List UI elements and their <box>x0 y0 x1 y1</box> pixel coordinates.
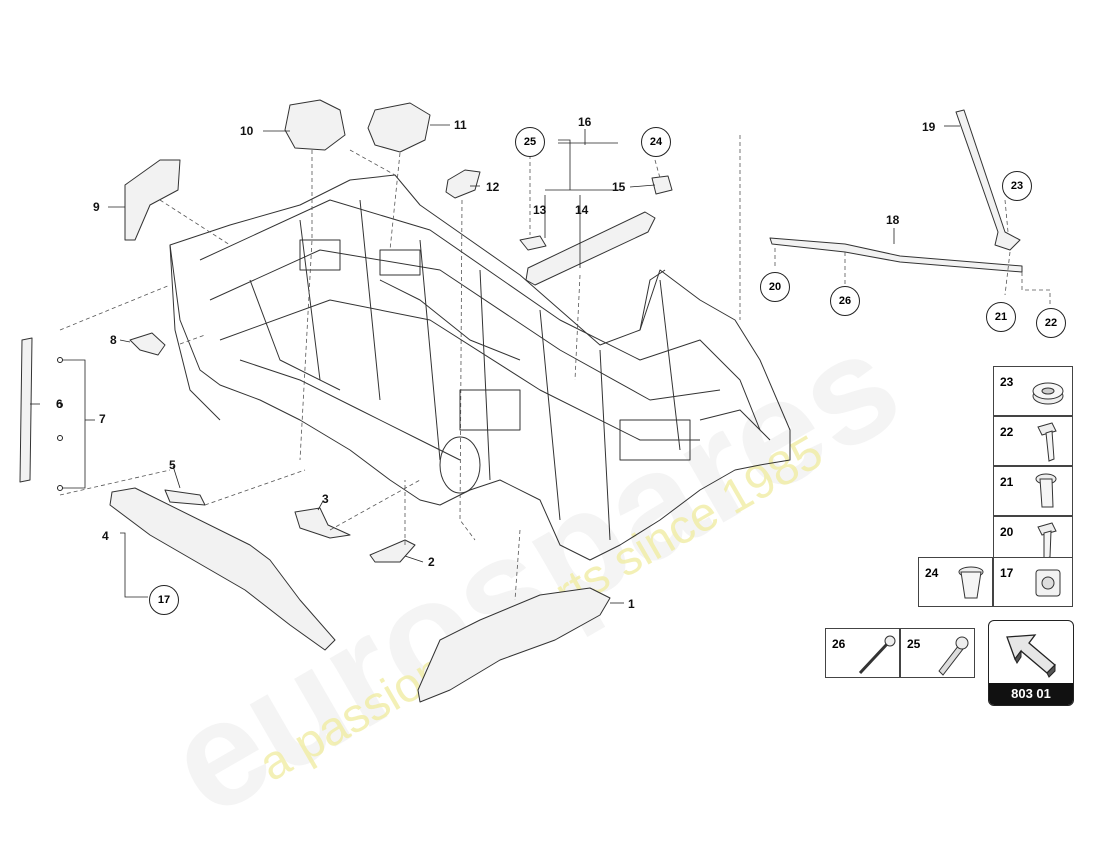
callout-circle-23: 23 <box>1002 171 1032 201</box>
plug-icon <box>958 566 984 599</box>
fastener-number: 17 <box>1000 566 1014 580</box>
fastener-row-23: 23 <box>993 366 1073 416</box>
callout-8: 8 <box>110 333 117 347</box>
part-8-bracket <box>129 332 166 356</box>
callout-19: 19 <box>922 120 936 134</box>
fastener-number: 23 <box>1000 375 1014 389</box>
callout-circle-20: 20 <box>760 272 790 302</box>
part-5-bracket <box>164 489 206 506</box>
callout-3: 3 <box>322 492 329 506</box>
fastener-number: 22 <box>1000 425 1014 439</box>
part-1-floor-panel <box>417 587 611 703</box>
callout-4: 4 <box>102 529 109 543</box>
callout-11: 11 <box>454 118 467 132</box>
callout-15: 15 <box>612 180 626 194</box>
part-6-strip <box>19 337 33 483</box>
fastener-number: 25 <box>907 637 921 651</box>
catalog-code: 803 01 <box>989 683 1073 705</box>
fastener-row-24: 24 <box>918 557 993 607</box>
part-2-cover <box>369 539 416 563</box>
part-10-bracket <box>284 99 346 151</box>
part-19-rod <box>955 109 1021 251</box>
callout-18: 18 <box>886 213 900 227</box>
callout-2: 2 <box>428 555 435 569</box>
callout-9: 9 <box>93 200 100 214</box>
callout-circle-26: 26 <box>830 286 860 316</box>
fastener-number: 26 <box>832 637 846 651</box>
part-4-sill <box>109 487 336 651</box>
part-12-bracket <box>445 169 481 199</box>
clip-nut-icon <box>1035 569 1061 597</box>
part-14-crossmember <box>525 211 656 286</box>
catalog-reference: 803 01 <box>988 620 1074 706</box>
arrow-icon <box>1006 634 1056 678</box>
callout-10: 10 <box>240 124 254 138</box>
callout-circle-24: 24 <box>641 127 671 157</box>
long-bolt-icon <box>858 635 896 675</box>
callout-7: 7 <box>99 412 106 426</box>
callout-circle-21: 21 <box>986 302 1016 332</box>
parts-diagram: eurospares a passion for parts since 198… <box>19 99 1074 847</box>
callout-5: 5 <box>169 458 176 472</box>
fastener-number: 21 <box>1000 475 1014 489</box>
part-9-panel <box>124 159 181 241</box>
fastener-row-25: 25 <box>900 628 975 678</box>
fastener-row-26: 26 <box>825 628 900 678</box>
callout-16: 16 <box>578 115 592 129</box>
fastener-number: 24 <box>925 566 939 580</box>
callout-circle-22: 22 <box>1036 308 1066 338</box>
part-15-clip <box>651 175 673 195</box>
threaded-bolt-icon <box>938 636 969 676</box>
callout-circle-25: 25 <box>515 127 545 157</box>
screw-icon <box>1037 522 1057 560</box>
callout-1: 1 <box>628 597 635 611</box>
callout-12: 12 <box>486 180 500 194</box>
fastener-number: 20 <box>1000 525 1014 539</box>
grommet-icon <box>1032 382 1064 405</box>
part-18-strut <box>769 237 1023 273</box>
callout-circle-17: 17 <box>149 585 179 615</box>
callout-13: 13 <box>533 203 547 217</box>
callout-6: 6 <box>56 397 63 411</box>
part-11-bracket <box>367 102 431 153</box>
fastener-row-17: 17 <box>993 557 1073 607</box>
part-13-clip <box>519 235 547 251</box>
floor-assembly-drawing <box>19 99 1051 703</box>
fastener-row-21: 21 <box>993 466 1073 516</box>
fastener-row-22: 22 <box>993 416 1073 466</box>
part-3-bracket <box>294 507 351 539</box>
bolt-icon <box>1037 422 1057 462</box>
flange-bolt-icon <box>1035 473 1057 508</box>
callout-14: 14 <box>575 203 589 217</box>
